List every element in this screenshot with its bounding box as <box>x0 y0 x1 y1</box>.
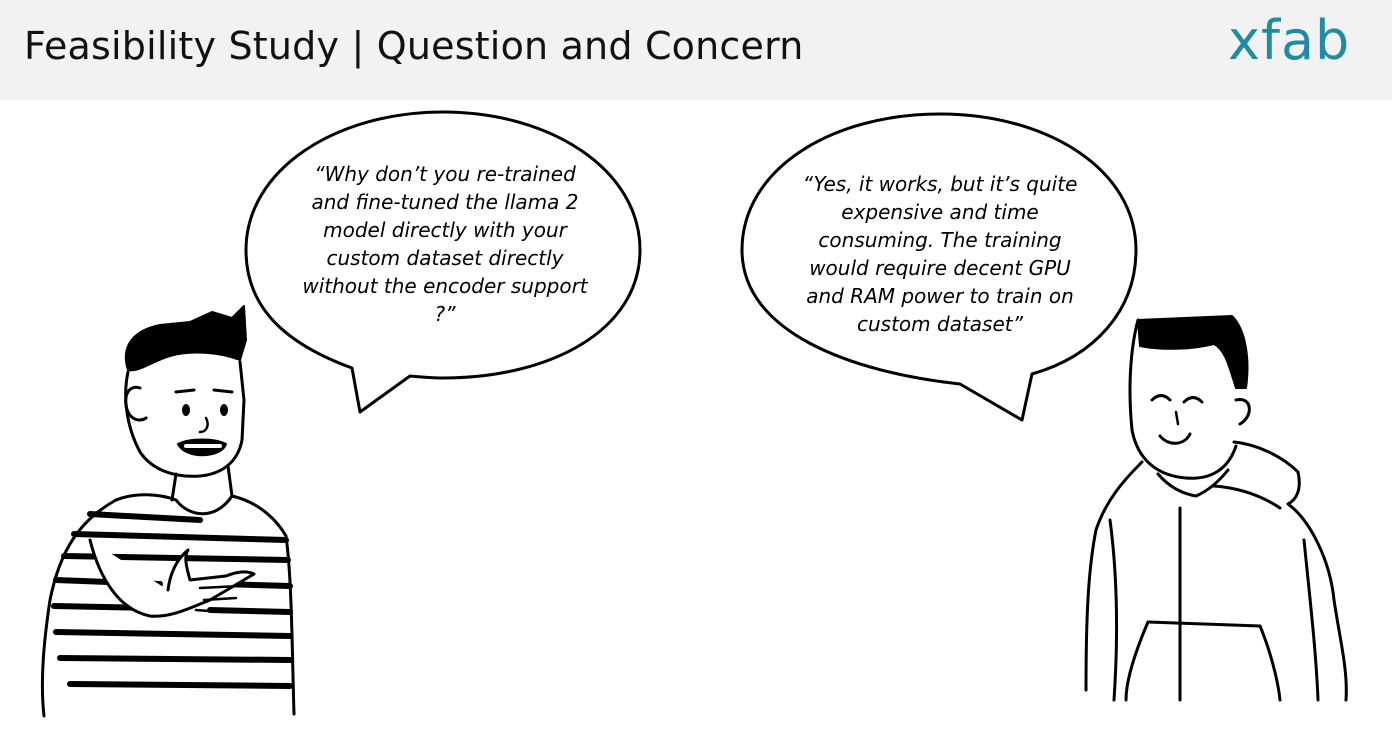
page-title: Feasibility Study | Question and Concern <box>24 24 804 68</box>
answer-speech-bubble <box>740 112 1138 422</box>
question-speech-bubble <box>244 110 642 414</box>
question-text: “Why don’t you re-trained and fine-tuned… <box>302 162 588 326</box>
right-person-icon <box>1084 315 1348 702</box>
answer-text: “Yes, it works, but it’s quite expensive… <box>802 172 1078 336</box>
header-bar: Feasibility Study | Question and Concern… <box>0 0 1392 100</box>
left-person-icon <box>40 305 296 718</box>
xfab-logo: xfab <box>1228 9 1351 72</box>
